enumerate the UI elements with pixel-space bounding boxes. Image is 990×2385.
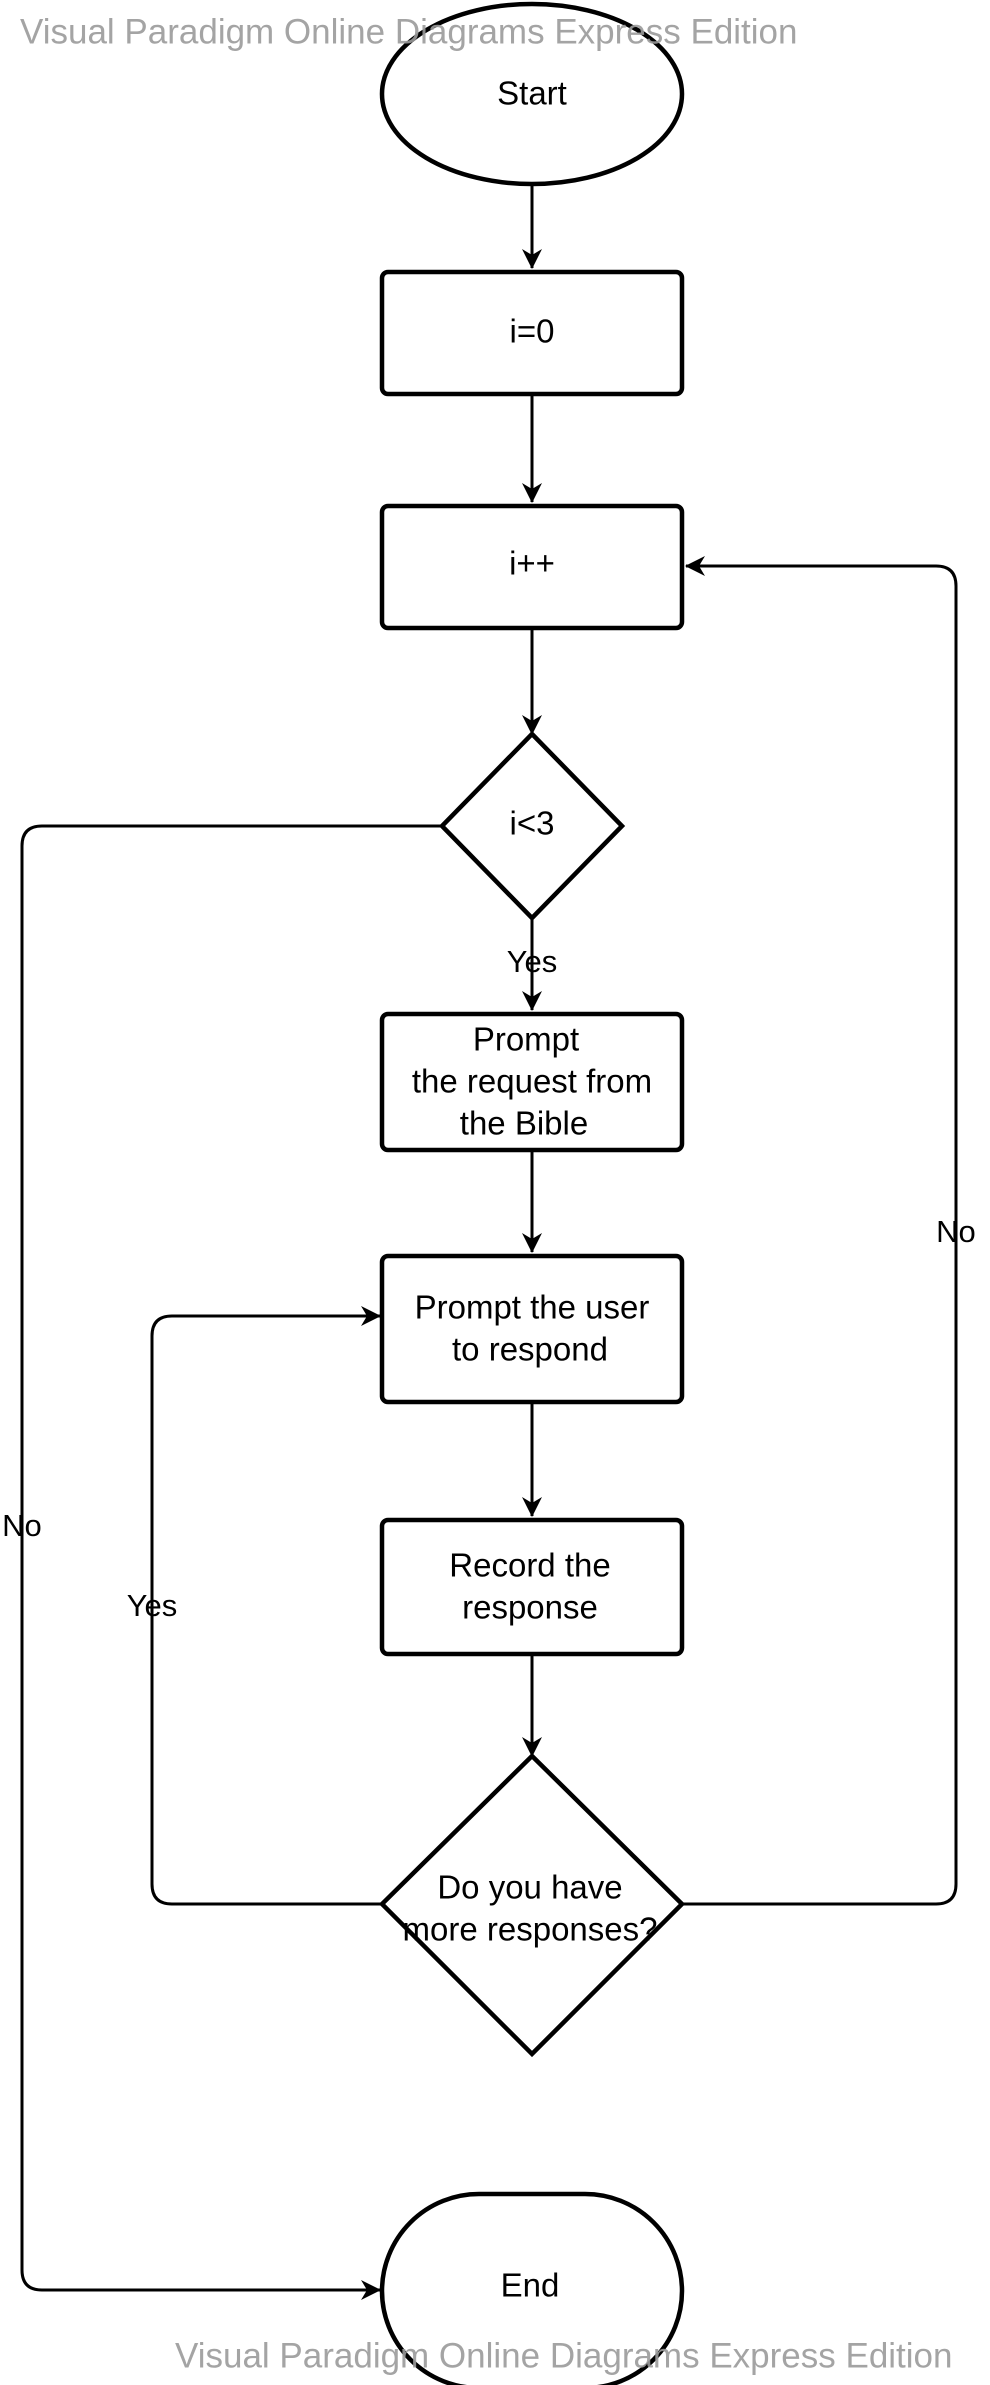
more-responses-label-line-2: more responses? <box>403 1911 658 1948</box>
start-node <box>379 1 685 187</box>
condition-label: i<3 <box>510 805 555 842</box>
edge-more-yes-to-prompt-user <box>150 1306 382 1906</box>
increment-label: i++ <box>509 545 555 582</box>
end-node <box>379 2191 685 2385</box>
more-responses-node <box>378 1752 686 2058</box>
edge-condition-no-to-end <box>20 824 442 2300</box>
more-responses-label-line-1: Do you have <box>437 1869 622 1906</box>
increment-node <box>379 503 685 631</box>
prompt-user-node <box>379 1253 685 1405</box>
prompt-user-label-line-2: to respond <box>452 1331 608 1368</box>
prompt-request-label-line-3: the Bible <box>460 1105 588 1142</box>
end-label: End <box>501 2267 560 2304</box>
condition-no-label: No <box>2 1508 42 1543</box>
edge-more-no-to-increment <box>682 556 958 1906</box>
init-label: i=0 <box>510 313 555 350</box>
watermark-bottom: Visual Paradigm Online Diagrams Express … <box>175 2336 953 2375</box>
condition-yes-label: Yes <box>507 944 558 979</box>
prompt-request-label-line-1: Prompt <box>473 1021 579 1058</box>
start-label: Start <box>497 75 567 112</box>
record-label-line-2: response <box>462 1589 598 1626</box>
record-node <box>379 1517 685 1657</box>
prompt-request-label-line-2: the request from <box>412 1063 652 1100</box>
more-yes-label: Yes <box>127 1588 178 1623</box>
init-node <box>379 269 685 397</box>
prompt-request-node <box>379 1011 685 1153</box>
watermark-top: Visual Paradigm Online Diagrams Express … <box>20 12 798 51</box>
more-no-label: No <box>936 1214 976 1249</box>
condition-node <box>438 730 626 922</box>
record-label-line-1: Record the <box>449 1547 610 1584</box>
prompt-user-label-line-1: Prompt the user <box>415 1289 650 1326</box>
